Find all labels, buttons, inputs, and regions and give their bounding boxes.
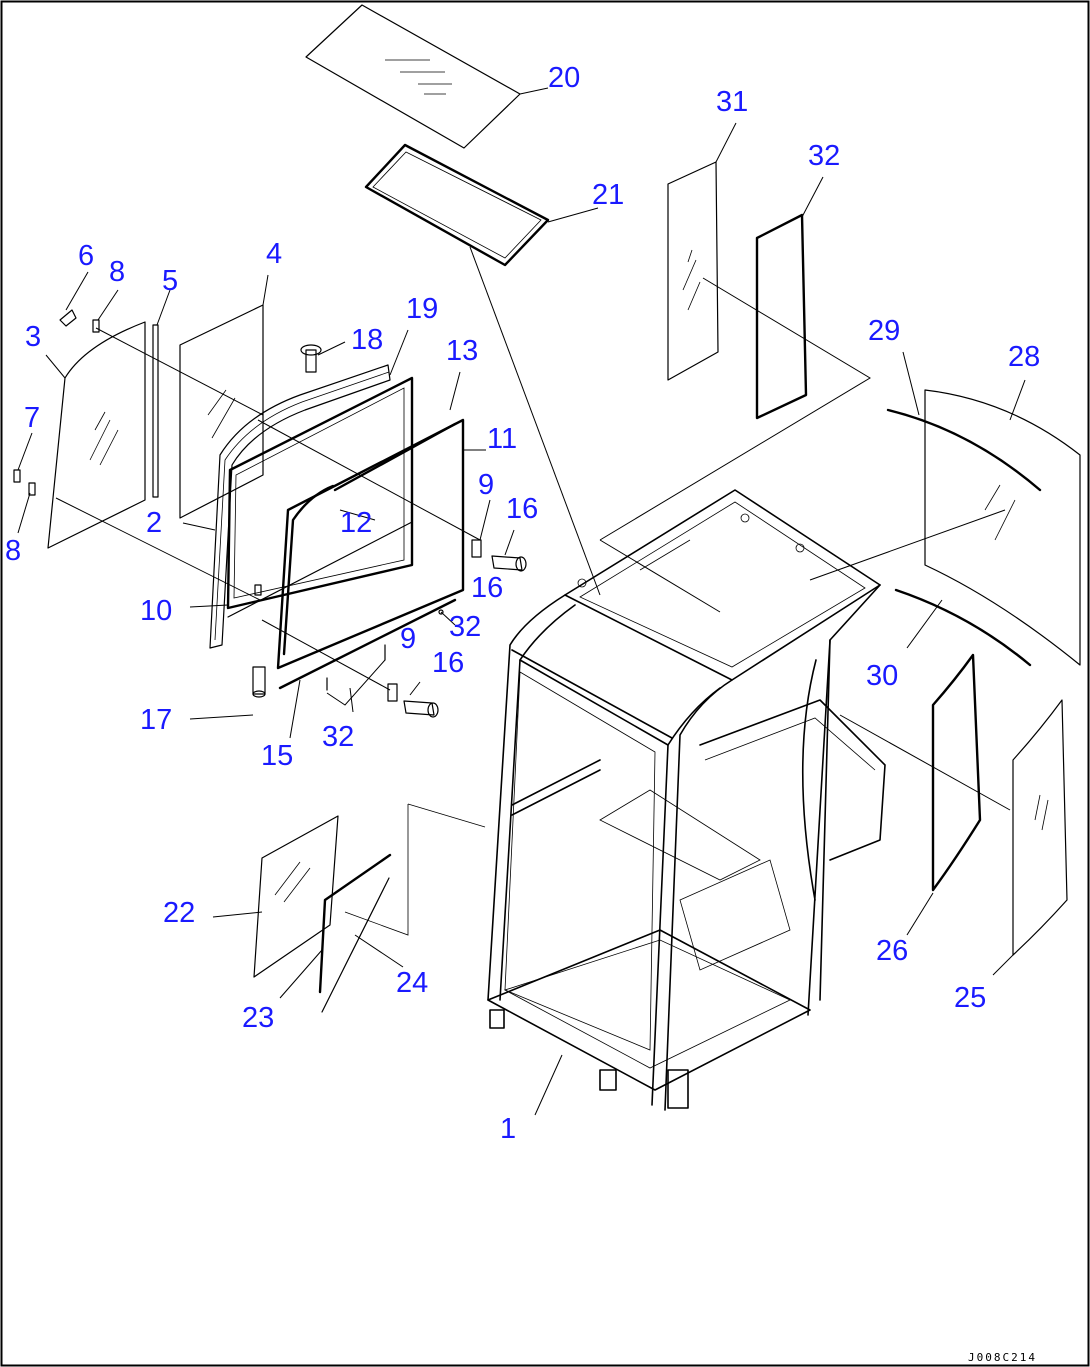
callout-32-lower: 32 — [322, 721, 354, 753]
part-13-seal — [333, 422, 457, 492]
callout-14: 15 — [261, 740, 293, 772]
callout-13: 13 — [446, 335, 478, 367]
callout-23: 23 — [242, 1002, 274, 1034]
part-7-clip — [13, 469, 21, 483]
callout-7: 7 — [24, 402, 40, 434]
part-3-door-glass — [47, 321, 146, 549]
callout-4: 4 — [266, 238, 282, 270]
callout-9-upper: 9 — [478, 469, 494, 501]
part-2-door-frame — [209, 364, 391, 649]
callout-29: 30 — [866, 660, 898, 692]
callout-32-upper: 32 — [449, 611, 481, 643]
callouts: 20 21 31 32 29 28 30 26 25 1 22 23 24 17… — [5, 62, 1040, 1145]
part-11-glass-run — [276, 418, 465, 670]
callout-8-upper: 8 — [109, 256, 125, 288]
part-22-front-lower-glass — [253, 815, 339, 978]
callout-3: 3 — [25, 321, 41, 353]
callout-9-lower: 9 — [400, 623, 416, 655]
callout-16-lower: 16 — [432, 647, 464, 679]
callout-18: 18 — [351, 324, 383, 356]
callout-27: 28 — [1008, 341, 1040, 373]
part-23-front-lower-seal — [318, 853, 392, 994]
part-20-roof-glass — [305, 4, 521, 149]
callout-10: 10 — [140, 595, 172, 627]
part-18-roller-upper — [300, 344, 322, 373]
callout-24: 24 — [396, 967, 428, 999]
part-21-roof-seal — [364, 143, 550, 267]
callout-17: 17 — [140, 704, 172, 736]
part-32-screw-upper — [438, 609, 444, 615]
callout-12: 12 — [340, 507, 372, 539]
part-4-door-glass-sliding — [179, 304, 264, 519]
part-10-slide-rail — [227, 521, 413, 618]
part-16-bolt-lower — [403, 700, 439, 718]
part-27-right-upper-glass — [924, 389, 1081, 666]
part-16-bolt-upper — [491, 555, 527, 572]
callout-31: 32 — [808, 140, 840, 172]
part-17-roller-lower — [252, 666, 266, 698]
part-25-right-lower-glass — [1012, 699, 1068, 956]
part-32-screws-lower — [326, 644, 386, 691]
part-5-door-seal-strip — [152, 324, 159, 498]
part-6-latch — [59, 309, 77, 327]
drawing-code: J008C214 — [968, 1351, 1037, 1364]
part-26-right-lower-seal — [931, 653, 982, 892]
part-28-seal-upper — [886, 408, 1042, 492]
callout-1: 1 — [500, 1113, 516, 1145]
callout-20: 20 — [548, 62, 580, 94]
part-9-stopper-upper — [471, 539, 482, 558]
callout-28: 29 — [868, 315, 900, 347]
callout-5: 5 — [162, 265, 178, 297]
callout-21: 21 — [592, 179, 624, 211]
callout-11: 11 — [487, 423, 517, 455]
part-8-clip-lower — [28, 482, 36, 496]
callout-25: 25 — [954, 982, 986, 1014]
part-8-clip-upper — [92, 319, 100, 333]
callout-2: 2 — [146, 507, 162, 539]
callout-19: 19 — [406, 293, 438, 325]
part-30-rear-glass — [667, 161, 719, 381]
part-24-front-lower-glass-panel — [321, 803, 486, 1013]
callout-30: 31 — [716, 86, 748, 118]
part-19-sash-frame — [226, 376, 414, 610]
callout-26: 26 — [876, 935, 908, 967]
callout-6: 6 — [78, 240, 94, 272]
part-9-stopper-lower — [387, 683, 398, 702]
part-14-bottom-strip — [278, 598, 457, 690]
callout-15: 16 — [471, 572, 503, 604]
callout-16-upper: 16 — [506, 493, 538, 525]
leader-lines — [17, 87, 1026, 1116]
part-31-rear-seal — [755, 213, 808, 420]
part-29-seal-lower — [894, 588, 1032, 667]
part-12-inner-frame — [282, 484, 335, 656]
part-1-cab-frame — [487, 489, 886, 1111]
callout-22: 22 — [163, 897, 195, 929]
callout-8-lower: 8 — [5, 535, 21, 567]
